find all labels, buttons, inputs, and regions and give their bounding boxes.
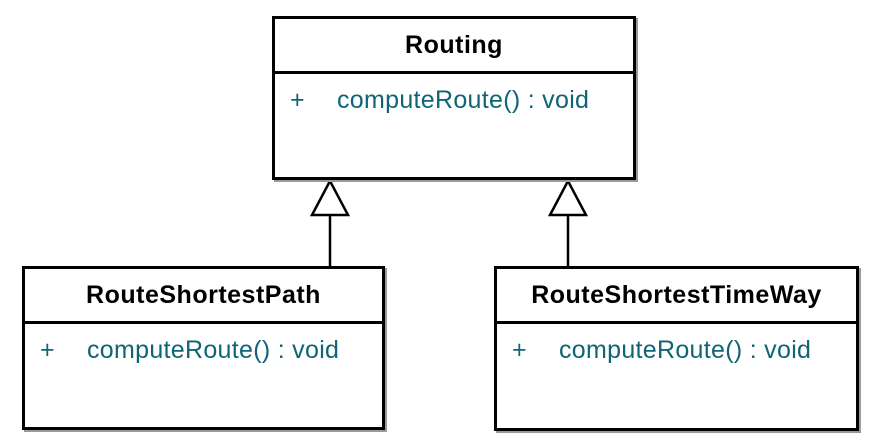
class-methods-compartment: + computeRoute() : void bbox=[497, 324, 856, 365]
method-signature: computeRoute() : void bbox=[337, 86, 590, 114]
class-box-routeshortestpath: RouteShortestPath + computeRoute() : voi… bbox=[22, 266, 385, 430]
method-signature: computeRoute() : void bbox=[87, 336, 340, 364]
method-visibility: + bbox=[290, 86, 305, 114]
class-name: Routing bbox=[275, 19, 633, 74]
class-name: RouteShortestTimeWay bbox=[497, 269, 856, 324]
method-entry: + computeRoute() : void bbox=[512, 336, 856, 365]
method-visibility: + bbox=[512, 336, 527, 364]
method-entry: + computeRoute() : void bbox=[40, 336, 382, 365]
class-box-routing: Routing + computeRoute() : void bbox=[272, 16, 636, 180]
hollow-triangle-icon bbox=[309, 178, 351, 217]
class-methods-compartment: + computeRoute() : void bbox=[275, 74, 633, 115]
generalization-arrow-routeshortestpath-to-routing bbox=[309, 178, 351, 267]
class-methods-compartment: + computeRoute() : void bbox=[25, 324, 382, 365]
class-box-routeshortesttimeway: RouteShortestTimeWay + computeRoute() : … bbox=[494, 266, 859, 431]
generalization-arrow-routeshortesttimeway-to-routing bbox=[547, 178, 589, 267]
class-name: RouteShortestPath bbox=[25, 269, 382, 324]
hollow-triangle-icon bbox=[547, 178, 589, 217]
method-entry: + computeRoute() : void bbox=[290, 86, 633, 115]
method-signature: computeRoute() : void bbox=[559, 336, 812, 364]
method-visibility: + bbox=[40, 336, 55, 364]
